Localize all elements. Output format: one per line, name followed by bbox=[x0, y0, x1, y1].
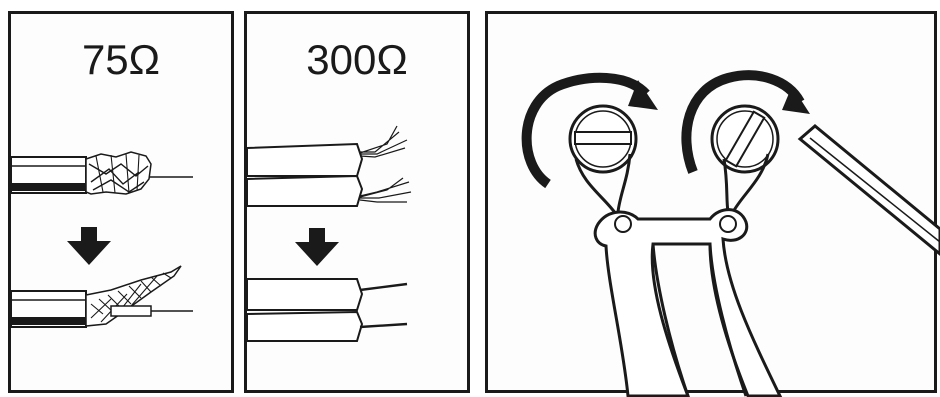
screwdriver-icon bbox=[797, 124, 940, 256]
terminal-illustration bbox=[521, 70, 940, 397]
screw-icon bbox=[568, 104, 638, 174]
twinlead-illustration bbox=[246, 125, 412, 342]
rotate-arrow-icon bbox=[681, 70, 810, 174]
rotate-arrow-icon bbox=[521, 72, 658, 189]
coax-cable-stripped-top bbox=[10, 151, 193, 195]
twinlead-cable-stripped-top bbox=[246, 125, 412, 207]
coax-illustration bbox=[10, 151, 193, 328]
twinlead-cable bbox=[593, 208, 783, 397]
arrow-down-icon bbox=[295, 228, 339, 266]
arrow-down-icon bbox=[67, 227, 111, 265]
panel-terminal-connection bbox=[485, 11, 940, 397]
panel-twinlead-300-ohm: 300Ω bbox=[244, 11, 470, 393]
wire-left bbox=[574, 153, 632, 215]
panel-title-75-ohm: 75Ω bbox=[81, 36, 161, 83]
twinlead-cable-prepared-bottom bbox=[246, 278, 408, 342]
panel-title-300-ohm: 300Ω bbox=[306, 36, 408, 83]
coax-cable-prepared-bottom bbox=[10, 265, 193, 328]
screw-icon bbox=[710, 104, 780, 174]
panel-coax-75-ohm: 75Ω bbox=[8, 11, 234, 393]
